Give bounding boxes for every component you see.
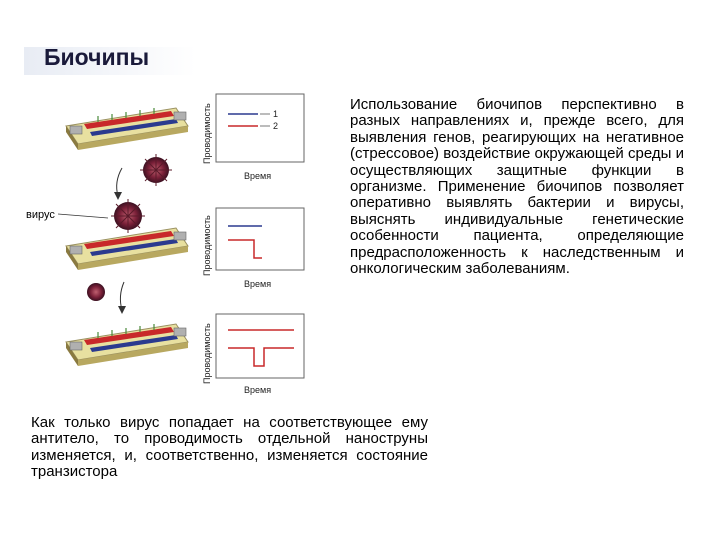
y-axis-label-2: Проводимость	[202, 215, 212, 276]
legend-label-2: 2	[273, 121, 278, 131]
title-highlight	[24, 47, 196, 75]
x-axis-label-1: Время	[244, 171, 271, 181]
slide-title: Биочипы	[44, 44, 150, 70]
arrow-down-1	[116, 167, 123, 197]
arrow-head-1	[114, 192, 122, 200]
conductance-graph-2: Проводимость Время	[202, 207, 305, 289]
virus-detection-paragraph: Как только вирус попадает на соответству…	[31, 414, 428, 481]
description-paragraph: Использование биочипов перспективно в ра…	[350, 96, 684, 278]
x-axis-label-2: Время	[244, 279, 271, 289]
y-axis-label-3: Проводимость	[202, 323, 212, 384]
legend-label-1: 1	[273, 109, 278, 119]
virus-label: вирус	[26, 209, 55, 221]
conductance-graph-1: 1 2 Проводимость Время	[202, 93, 305, 181]
x-axis-label-3: Время	[244, 385, 271, 395]
arrow-down-2	[119, 281, 125, 311]
biochip-figure: 1 2 Проводимость Время вирус Проводимост…	[26, 93, 305, 395]
virus-icon	[87, 283, 105, 301]
biochip-2: вирус	[26, 199, 189, 270]
conductance-graph-3: Проводимость Время	[202, 313, 305, 395]
arrow-head-2	[118, 306, 126, 314]
y-axis-label-1: Проводимость	[202, 103, 212, 164]
biochip-3	[65, 323, 189, 366]
biochip-1	[65, 107, 189, 150]
